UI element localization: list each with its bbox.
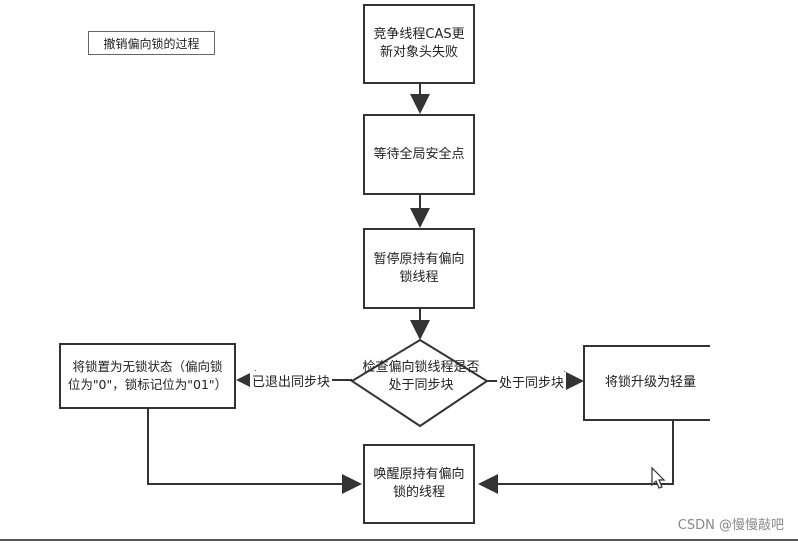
node-cas-fail: 竞争线程CAS更新对象头失败 [363,4,475,84]
edge-label-in-sync: 处于同步块 [497,372,567,391]
bottom-divider [0,539,798,541]
node-wake-thread: 唤醒原持有偏向锁的线程 [363,444,475,524]
node-upgrade-light: 将锁升级为轻量 [583,345,710,421]
arrow-unlocked-to-wake [147,409,362,494]
watermark: CSDN @慢慢敲吧 [677,518,784,533]
node-set-unlocked: 将锁置为无锁状态（偏向锁位为"0"，锁标记位为"01"） [59,343,236,409]
node-check-decision: 检查偏向锁线程是否处于同步块 [362,360,480,393]
node-pause-thread: 暂停原持有偏向锁线程 [363,228,475,309]
mouse-pointer-icon [651,466,666,489]
diagram-title: 撤销偏向锁的过程 [88,31,215,55]
arrow-upgrade-to-wake [478,421,674,494]
edge-label-exited-sync: 已退出同步块 [250,371,333,390]
decision-diamond [350,338,489,428]
node-wait-safepoint: 等待全局安全点 [363,114,475,195]
